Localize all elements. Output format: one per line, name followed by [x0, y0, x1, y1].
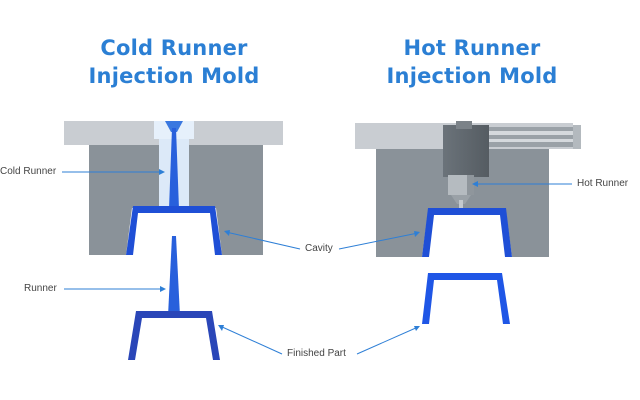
hot-nozzle-tip [451, 195, 471, 204]
hot-runner-title: Hot Runner Injection Mold [357, 34, 587, 90]
arrow-runner [160, 286, 166, 292]
leader-cavity-left [225, 231, 301, 250]
hot-part-in-cavity [422, 208, 512, 257]
hot-nozzle-block [443, 125, 489, 177]
hot-gate-stem [459, 200, 463, 209]
hot-title-line-2: Injection Mold [386, 64, 558, 88]
cold-runner-title: Cold Runner Injection Mold [59, 34, 289, 90]
cold-finished-part [128, 311, 220, 360]
arrow-cavity-left [224, 230, 230, 236]
cold-runner-label: Cold Runner [0, 166, 57, 177]
cavity-label: Cavity [305, 243, 333, 254]
leader-finished-right [356, 326, 419, 355]
cold-sprue [169, 128, 179, 209]
hot-runner-label: Hot Runner [577, 178, 629, 189]
hot-manifold-pipe [485, 127, 577, 147]
hot-manifold-pipe-light-2 [485, 139, 577, 142]
hot-nozzle-shade [467, 175, 474, 195]
hot-cavity-white [422, 211, 512, 257]
arrow-finished-right [414, 326, 420, 331]
hot-nozzle-cap [456, 121, 472, 129]
hot-finished-part-group [422, 273, 510, 324]
leader-finished-left [219, 325, 283, 355]
cold-runner-mold [64, 121, 283, 255]
leader-cavity-right [338, 232, 419, 250]
hot-title-line-1: Hot Runner [403, 36, 541, 60]
cold-cavity-white [126, 208, 222, 255]
cold-sprue-cone [165, 121, 183, 132]
hot-manifold-pipe-light [485, 131, 577, 135]
leader-arrowheads [159, 169, 478, 331]
hot-runner-mold [355, 121, 581, 257]
cold-title-line-2: Injection Mold [88, 64, 260, 88]
finished-part-label: Finished Part [287, 348, 346, 359]
leader-lines [62, 171, 572, 355]
arrow-cold-runner [159, 169, 165, 175]
cold-title-line-1: Cold Runner [100, 36, 248, 60]
cold-runner-sprue [168, 236, 180, 316]
hot-finished-part [422, 273, 510, 324]
cold-part-in-cavity [126, 206, 222, 255]
runner-label: Runner [24, 283, 57, 294]
arrow-finished-left [218, 325, 224, 331]
arrow-hot-runner [472, 181, 478, 187]
arrow-cavity-right [414, 231, 420, 237]
cold-runner-part [128, 236, 220, 360]
hot-pipe-end-cap [573, 125, 581, 149]
